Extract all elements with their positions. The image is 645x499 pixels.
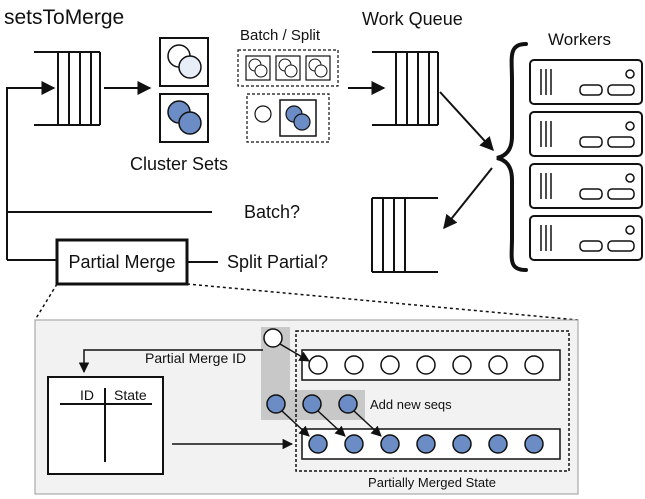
- add-new-seqs-label: Add new seqs: [370, 397, 452, 412]
- workers-brace: [496, 42, 528, 272]
- zoom-line-left: [34, 283, 58, 321]
- partial-merge-box: [55, 238, 189, 286]
- batch-group: [237, 49, 339, 87]
- work-queue-label: Work Queue: [362, 9, 463, 29]
- zoom-line-right: [186, 283, 579, 321]
- new-id-circle: [263, 328, 283, 348]
- state-column-header: State: [114, 387, 147, 403]
- input-queue: [34, 51, 101, 126]
- highlight-region: [261, 327, 365, 420]
- worker-server-1: [529, 59, 643, 105]
- partial-merge-label: Partial Merge: [68, 252, 175, 272]
- batch-question-label: Batch?: [244, 202, 300, 222]
- work-queue: [372, 51, 439, 126]
- cluster-set-filled: [159, 93, 209, 143]
- feedback-arrow: [6, 81, 56, 260]
- batch-split-label: Batch / Split: [240, 27, 321, 44]
- state-row-circles: [308, 434, 544, 454]
- partial-merge-id-label: Partial Merge ID: [145, 350, 246, 366]
- id-row-circles: [308, 355, 544, 375]
- sets-to-merge-label: setsToMerge: [4, 6, 124, 29]
- id-column-header: ID: [80, 387, 94, 403]
- new-seqs-circles: [266, 394, 358, 414]
- new-seqs-arrows: [281, 410, 382, 437]
- worker-server-3: [529, 163, 643, 209]
- output-queue: [371, 197, 438, 273]
- partially-merged-state-label: Partially Merged State: [368, 475, 496, 490]
- worker-server-4: [529, 215, 643, 261]
- split-partial-question-label: Split Partial?: [227, 252, 328, 272]
- cluster-set-light: [159, 37, 209, 87]
- id-state-table: [47, 376, 164, 475]
- workers-to-output-queue-arrow: [443, 167, 493, 230]
- workers-label: Workers: [548, 30, 611, 49]
- new-id-to-row-arrow: [279, 343, 310, 362]
- cluster-sets-label: Cluster Sets: [130, 154, 228, 174]
- split-group: [246, 93, 330, 143]
- partial-merge-id-arrow: [78, 349, 263, 374]
- work-queue-to-workers-arrow: [439, 91, 494, 152]
- partially-merged-state-box: [295, 330, 570, 472]
- worker-server-2: [529, 111, 643, 157]
